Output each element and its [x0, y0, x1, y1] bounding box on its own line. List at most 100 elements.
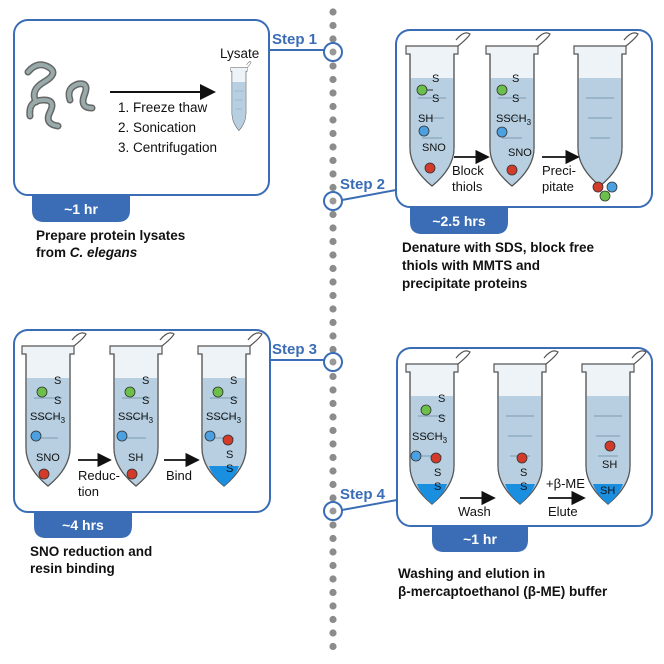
timeline-dot [329, 521, 337, 529]
timeline-dot [329, 210, 337, 219]
timeline-dot [329, 129, 337, 138]
step3-label: Step 3 [272, 341, 317, 358]
step4-label: Step 4 [340, 486, 386, 503]
panel-step3: Step 3 S S SSCH3 SNO Reduc- tion S S SSC… [13, 329, 343, 576]
p4t1-ssch3: SSCH3 [412, 431, 448, 445]
step4-time: ~1 hr [463, 531, 497, 547]
p3t1-sno: SNO [36, 452, 60, 464]
t2-s-bottom: S [512, 93, 519, 105]
p3t3-s-bottom: S [230, 395, 237, 407]
timeline-dot [329, 548, 337, 556]
timeline-dot [329, 318, 337, 327]
lysate-label: Lysate [220, 46, 259, 61]
timeline-dot [329, 413, 337, 421]
timeline-dot [329, 642, 337, 651]
timeline-dot [329, 629, 337, 637]
p3t2-s-bottom: S [142, 395, 149, 407]
timeline-dot [329, 602, 337, 610]
timeline-dot [329, 264, 337, 273]
step1-caption-line1: Prepare protein lysates [36, 228, 185, 243]
step2-caption-line3: precipitate proteins [402, 276, 527, 291]
timeline-dot [329, 615, 337, 624]
panel-step1: Step 1 1. Freeze thaw 2. Sonication 3. C… [13, 19, 343, 260]
timeline-dot [329, 453, 337, 462]
p3t3-s2: S [226, 463, 233, 475]
timeline-dot [329, 440, 337, 448]
reduction-label-1: Reduc- [78, 468, 120, 483]
p3t1-s-bottom: S [54, 395, 61, 407]
block-label-2: thiols [452, 179, 483, 194]
timeline-dot [329, 332, 337, 340]
timeline-dot [329, 21, 337, 30]
block-label-1: Block [452, 163, 484, 178]
timeline-dot [329, 183, 337, 192]
p3t3-ssch3: SSCH3 [206, 411, 242, 425]
timeline-dot [329, 156, 337, 165]
wash-label: Wash [458, 504, 491, 519]
protocol-step-3: 3. Centrifugation [118, 140, 217, 155]
t2-s-top: S [512, 73, 519, 85]
p3t2-sh: SH [128, 452, 143, 464]
p3t2-s-top: S [142, 375, 149, 387]
step2-time: ~2.5 hrs [432, 213, 486, 229]
timeline-dot [329, 575, 337, 583]
reduction-label-2: tion [78, 484, 99, 499]
timeline-dot [329, 62, 337, 70]
p3t1-s-top: S [54, 375, 61, 387]
panel-step2: Step 2 S S SH SNO Block thiols S S SSCH3… [323, 29, 653, 291]
timeline-dot [329, 102, 337, 111]
step1-label: Step 1 [272, 31, 317, 48]
timeline-dot [329, 251, 337, 259]
t1-sh: SH [418, 113, 433, 125]
p4t2-s2: S [520, 481, 527, 493]
timeline-dot [329, 345, 337, 354]
timeline-dot [329, 467, 337, 475]
step4-caption-line2: β-mercaptoethanol (β-ME) buffer [398, 584, 608, 599]
timeline-dot [329, 480, 337, 489]
timeline-dot [329, 278, 337, 286]
bind-label: Bind [166, 468, 192, 483]
timeline-dot [329, 426, 337, 435]
t1-sno: SNO [422, 142, 446, 154]
p4t1-s-top: S [438, 393, 445, 405]
precipitate-label-2: pitate [542, 179, 574, 194]
step1-caption-prefix: from [36, 245, 70, 260]
step3-time: ~4 hrs [62, 517, 104, 533]
p3t3-s1: S [226, 449, 233, 461]
step2-label: Step 2 [340, 176, 385, 193]
step1-time: ~1 hr [64, 201, 98, 217]
timeline-dot [329, 494, 337, 502]
timeline-dot [329, 116, 337, 124]
timeline-dots [329, 8, 337, 651]
t1-s-top: S [432, 73, 439, 85]
timeline-dot [329, 143, 337, 151]
p4t1-s2: S [434, 481, 441, 493]
protocol-step-2: 2. Sonication [118, 120, 196, 135]
p3t3-s-top: S [230, 375, 237, 387]
p4t2-s1: S [520, 467, 527, 479]
timeline-dot [329, 305, 337, 313]
timeline-dot [329, 89, 337, 97]
p4t1-s1: S [434, 467, 441, 479]
timeline-dot [329, 170, 337, 178]
timeline-dot [329, 8, 337, 16]
precipitate-label-1: Preci- [542, 163, 576, 178]
timeline-dot [329, 224, 337, 232]
timeline-dot [329, 75, 337, 84]
step3-caption-line2: resin binding [30, 561, 115, 576]
elute-label: Elute [548, 504, 578, 519]
step2-caption-line2: thiols with MMTS and [402, 258, 540, 273]
p3t1-ssch3: SSCH3 [30, 411, 66, 425]
step4-caption-line1: Washing and elution in [398, 566, 545, 581]
timeline-dot [329, 237, 337, 246]
timeline-dot [329, 588, 337, 597]
p4t3-sh-top: SH [602, 459, 617, 471]
timeline-dot [329, 291, 337, 300]
step3-caption-line1: SNO reduction and [30, 544, 152, 559]
step2-caption-line1: Denature with SDS, block free [402, 240, 595, 255]
t2-sno: SNO [508, 147, 532, 159]
bme-label: +β-ME [546, 476, 585, 491]
step1-caption-species: C. elegans [70, 245, 138, 260]
p3t2-ssch3: SSCH3 [118, 411, 154, 425]
